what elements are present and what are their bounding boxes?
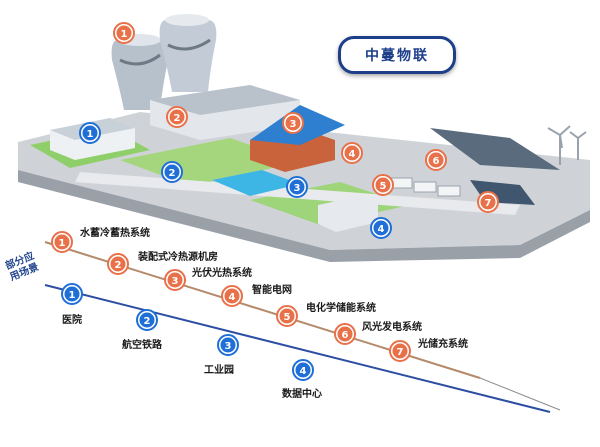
scene-marker-blue-3: 3 [286,176,308,198]
scene-marker-orange-5-number: 5 [380,181,387,192]
timeline-orange-marker-3-fill [167,272,183,288]
timeline-orange-label-2: 装配式冷热源机房 [138,252,218,263]
timeline-blue-marker-3: 3 [217,334,239,356]
scene-marker-orange-5: 5 [372,174,394,196]
scene-marker-orange-7: 7 [477,191,499,213]
timeline-orange-marker-2-number: 2 [115,260,122,271]
scene-marker-blue-1-number: 1 [87,129,94,140]
timeline-orange-marker-7-fill [392,343,408,359]
pool [212,170,300,196]
timeline-orange-label-1: 水蓄冷蓄热系统 [80,228,150,239]
timeline-blue-marker-4-number: 4 [300,366,307,377]
timeline-orange-marker-4: 4 [221,285,243,307]
scene-marker-blue-2: 2 [161,161,183,183]
timeline-orange-marker-1-number: 1 [59,238,66,249]
scene-marker-blue-3-number: 3 [294,183,301,194]
timeline-orange-marker-2-fill [110,256,126,272]
scene-marker-blue-4-number: 4 [378,224,385,235]
timeline-orange-marker-6-number: 6 [342,330,349,341]
timeline-blue-marker-2-number: 2 [144,316,151,327]
scene-marker-orange-2-fill [169,109,185,125]
timeline-blue-marker-3-fill [220,337,236,353]
timeline-orange-marker-3-number: 3 [172,276,179,287]
timeline-orange-marker-5-fill [279,308,295,324]
timeline-blue-marker-3-number: 3 [225,341,232,352]
timeline-orange-marker-7-number: 7 [397,347,404,358]
orange-timeline-ext [479,377,561,411]
timeline-blue-label-3: 工业园 [204,365,234,376]
brand-badge: 中蔓物联 [338,36,456,74]
timeline-orange-marker-6: 6 [334,323,356,345]
scene-marker-orange-3-fill [285,115,301,131]
scene-marker-orange-7-fill [480,194,496,210]
plant-roof [150,85,300,115]
scene-marker-blue-1: 1 [79,122,101,144]
timeline-orange-marker-6-fill [337,326,353,342]
timeline-blue-marker-1: 1 [61,283,83,305]
scene-markers: 1 2 3 4 5 6 7 1 2 3 4 [79,22,499,239]
scene-marker-orange-1: 1 [113,22,135,44]
scene-marker-orange-3-number: 3 [290,119,297,130]
timeline-orange-marker-2: 2 [107,253,129,275]
wind-turbines [547,125,587,165]
timeline-orange-label-6: 风光发电系统 [362,322,422,333]
timeline-orange-label-4: 智能电网 [252,285,292,296]
scene-marker-orange-5-fill [375,177,391,193]
timeline-orange-marker-7: 7 [389,340,411,362]
timeline-orange-marker-4-number: 4 [229,292,236,303]
timeline-orange-marker-5: 5 [276,305,298,327]
scene-marker-orange-2: 2 [166,106,188,128]
timeline-orange-marker-5-number: 5 [284,312,291,323]
timeline-blue-label-2: 航空铁路 [122,340,162,351]
scene-marker-blue-4-fill [373,220,389,236]
scene-marker-blue-3-fill [289,179,305,195]
timeline-blue-label-4: 数据中心 [282,389,322,400]
timeline-blue-marker-4: 4 [292,359,314,381]
ground-edge [18,170,590,262]
scene-marker-orange-6-number: 6 [433,156,440,167]
timeline-blue-marker-2-fill [139,312,155,328]
scene-marker-orange-2-number: 2 [174,113,181,124]
timeline-orange-marker-3: 3 [164,269,186,291]
scene-marker-orange-4-number: 4 [349,149,356,160]
scene-marker-orange-1-fill [116,25,132,41]
scene-marker-orange-3: 3 [282,112,304,134]
timeline-blue-marker-4-fill [295,362,311,378]
timeline-orange-label-3: 光伏光热系统 [192,268,252,279]
timeline-blue-marker-1-number: 1 [69,290,76,301]
blue-timeline-line [44,284,551,413]
scene-marker-orange-4: 4 [341,142,363,164]
timeline-orange-marker-1: 1 [51,231,73,253]
timeline-blue-label-1: 医院 [62,315,82,326]
scene-marker-blue-1-fill [82,125,98,141]
cooling-towers [111,14,217,110]
scene-marker-orange-6-fill [428,152,444,168]
timeline-blue-marker-1-fill [64,286,80,302]
timeline-orange-label-7: 光储充系统 [418,339,468,350]
timeline-markers: 1 2 3 4 5 6 7 1 2 3 4 [51,231,411,381]
pv-array-field [430,128,560,170]
scene-marker-orange-7-number: 7 [485,198,492,209]
scene-marker-blue-2-fill [164,164,180,180]
timeline-blue-marker-2: 2 [136,309,158,331]
datacenter-building [318,196,378,232]
timeline-orange-label-5: 电化学储能系统 [306,303,376,314]
scene-marker-orange-6: 6 [425,149,447,171]
scene-marker-blue-2-number: 2 [169,168,176,179]
scene-marker-orange-4-fill [344,145,360,161]
scene-marker-orange-1-number: 1 [121,29,128,40]
timeline-orange-marker-1-fill [54,234,70,250]
timeline-orange-marker-4-fill [224,288,240,304]
scene-marker-blue-4: 4 [370,217,392,239]
